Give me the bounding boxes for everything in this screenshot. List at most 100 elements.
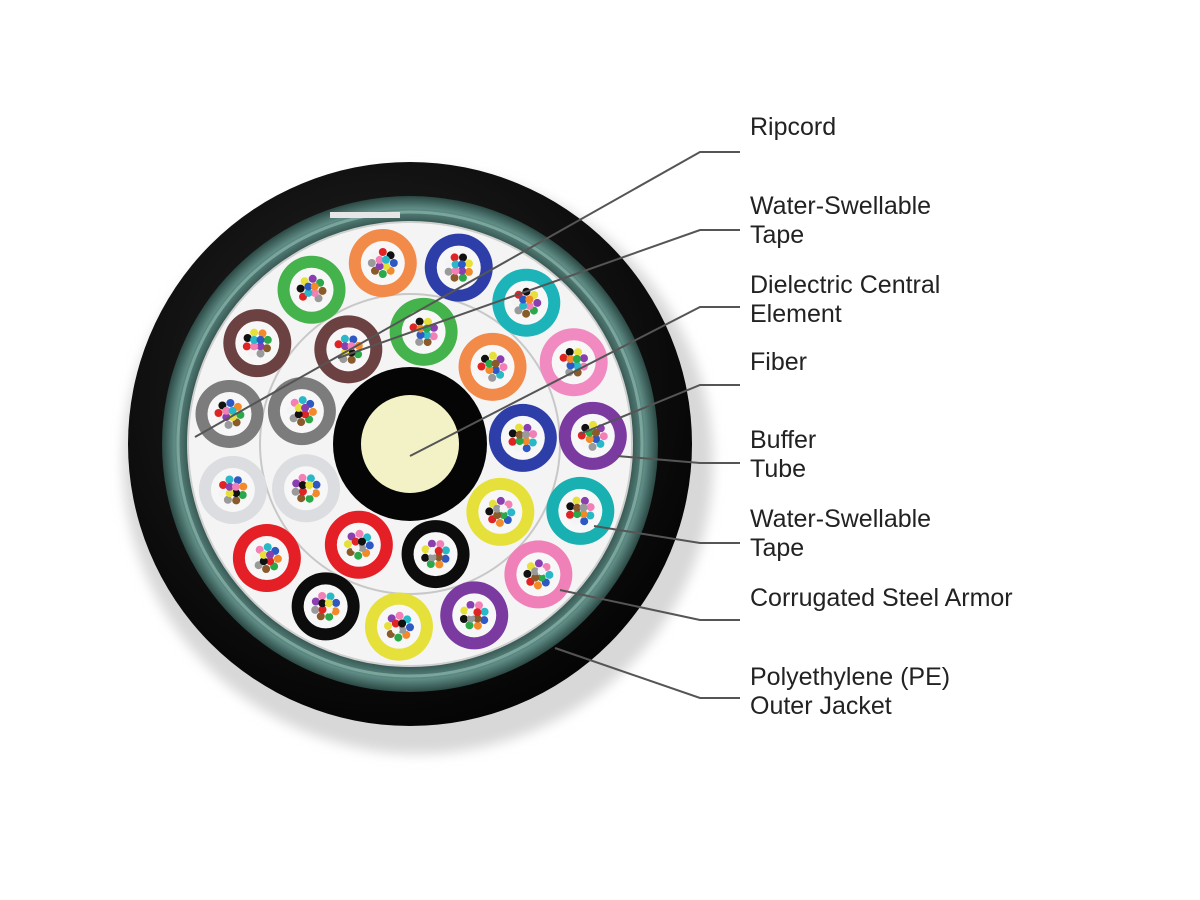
fiber bbox=[579, 503, 588, 512]
fiber bbox=[458, 266, 466, 275]
fiber bbox=[358, 537, 366, 546]
buffer-tube bbox=[440, 581, 509, 650]
fiber bbox=[444, 267, 453, 276]
fiber bbox=[308, 407, 317, 416]
fiber bbox=[382, 262, 390, 271]
fiber bbox=[467, 614, 476, 623]
fiber bbox=[586, 503, 595, 512]
fiber bbox=[318, 599, 327, 608]
fiber bbox=[464, 267, 473, 276]
fiber bbox=[382, 255, 390, 264]
label-corrugated-steel-armor: Corrugated Steel Armor bbox=[750, 584, 1013, 613]
fiber bbox=[384, 622, 392, 630]
buffer-tube bbox=[272, 454, 341, 523]
fiber bbox=[308, 274, 317, 283]
fiber bbox=[599, 432, 608, 441]
fiber bbox=[574, 348, 583, 357]
buffer-tube-gel bbox=[303, 584, 348, 629]
fiber bbox=[466, 601, 475, 609]
fiber bbox=[218, 489, 227, 498]
fiber bbox=[421, 553, 430, 562]
fiber bbox=[304, 288, 313, 297]
fiber bbox=[228, 406, 237, 415]
fiber bbox=[398, 625, 407, 634]
fiber bbox=[297, 418, 306, 427]
fiber bbox=[441, 554, 450, 563]
leader-line-dielectric-central-element bbox=[409, 306, 740, 457]
fiber bbox=[311, 489, 320, 498]
label-water-swellable-tape-outer-line1: Water-Swellable bbox=[750, 505, 932, 533]
label-water-swellable-tape-outer: Water-Swellable Tape bbox=[750, 505, 931, 563]
fiber bbox=[391, 625, 400, 634]
fiber bbox=[273, 554, 282, 563]
fiber bbox=[311, 605, 320, 614]
fiber bbox=[305, 487, 314, 496]
fiber bbox=[395, 611, 404, 620]
fiber bbox=[298, 481, 307, 490]
fiber bbox=[588, 442, 597, 451]
fiber bbox=[491, 366, 500, 374]
fiber bbox=[465, 621, 474, 630]
fiber bbox=[464, 259, 473, 268]
fiber bbox=[459, 615, 468, 623]
fiber bbox=[225, 482, 234, 491]
fiber bbox=[573, 503, 582, 512]
fiber bbox=[378, 248, 387, 256]
buffer-tube-gel bbox=[360, 241, 405, 286]
fiber bbox=[571, 516, 580, 525]
fiber bbox=[434, 546, 443, 555]
fiber bbox=[441, 546, 450, 555]
fiber bbox=[426, 560, 435, 568]
fiber bbox=[298, 487, 307, 496]
fiber bbox=[223, 495, 232, 504]
label-fiber-line1: Fiber bbox=[750, 348, 807, 376]
buffer-tube-gel bbox=[207, 391, 252, 436]
fiber bbox=[311, 597, 320, 606]
fiber bbox=[232, 489, 241, 498]
fiber bbox=[580, 517, 589, 526]
fiber bbox=[522, 309, 531, 318]
fiber bbox=[258, 329, 267, 338]
fiber bbox=[219, 481, 228, 489]
buffer-tube bbox=[401, 520, 470, 589]
fiber bbox=[566, 361, 575, 370]
buffer-tube bbox=[504, 540, 573, 609]
fiber bbox=[312, 480, 321, 489]
fiber bbox=[523, 423, 532, 432]
buffer-tube bbox=[324, 510, 393, 579]
fiber bbox=[586, 511, 595, 520]
fiber bbox=[573, 510, 582, 519]
fiber bbox=[248, 348, 257, 357]
fiber bbox=[291, 487, 300, 496]
fiber bbox=[294, 403, 303, 412]
fiber bbox=[525, 301, 534, 310]
fiber bbox=[239, 482, 248, 491]
fiber bbox=[351, 537, 360, 546]
fiber bbox=[529, 430, 538, 439]
fiber bbox=[232, 482, 240, 491]
fiber bbox=[423, 338, 432, 347]
fiber bbox=[391, 619, 400, 628]
fiber bbox=[263, 335, 272, 344]
fiber bbox=[325, 612, 334, 621]
fiber bbox=[435, 560, 444, 569]
fiber bbox=[477, 362, 486, 371]
fiber bbox=[491, 359, 500, 368]
fiber bbox=[292, 479, 301, 488]
fiber bbox=[358, 543, 366, 552]
fiber bbox=[355, 529, 364, 538]
fiber bbox=[250, 336, 259, 344]
fiber bbox=[286, 406, 295, 415]
fiber bbox=[222, 406, 231, 415]
fiber bbox=[250, 328, 259, 337]
fiber bbox=[375, 262, 384, 271]
fiber bbox=[467, 608, 475, 617]
fiber bbox=[298, 396, 307, 405]
fiber bbox=[475, 601, 483, 610]
buffer-tube bbox=[488, 403, 557, 472]
fiber bbox=[294, 410, 303, 419]
fiber bbox=[310, 288, 319, 297]
buffer-tube-gel bbox=[235, 321, 280, 366]
fiber bbox=[389, 259, 398, 267]
fiber bbox=[559, 362, 568, 371]
